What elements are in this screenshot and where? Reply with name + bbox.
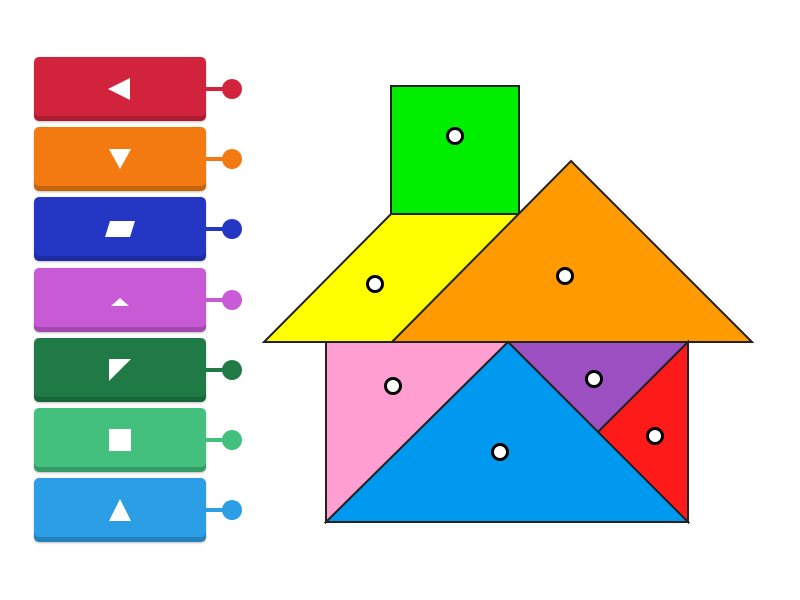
drop-point-blue-triangle[interactable] (491, 443, 509, 461)
tile-connector (206, 87, 228, 91)
tile-drag-handle[interactable] (222, 149, 242, 169)
right-triangle-icon (109, 359, 131, 381)
drop-point-red-triangle[interactable] (646, 427, 664, 445)
drop-point-pink-triangle[interactable] (384, 377, 402, 395)
tile-triangle-up[interactable] (34, 478, 206, 542)
tile-drag-handle[interactable] (222, 430, 242, 450)
triangle-down-icon (109, 149, 131, 169)
drop-point-roof-parallelogram[interactable] (366, 275, 384, 293)
tile-connector (206, 368, 228, 372)
tile-drag-handle[interactable] (222, 360, 242, 380)
tile-drag-handle[interactable] (222, 500, 242, 520)
tile-drag-handle[interactable] (222, 290, 242, 310)
drop-point-chimney[interactable] (446, 127, 464, 145)
parallelogram-icon (105, 221, 135, 237)
tile-drag-handle[interactable] (222, 219, 242, 239)
tile-square[interactable] (34, 408, 206, 472)
tile-large-triangle-left[interactable] (34, 57, 206, 121)
triangle-left-icon (108, 78, 130, 100)
tile-connector (206, 227, 228, 231)
chimney-square[interactable] (390, 85, 520, 215)
drop-point-roof-triangle[interactable] (556, 267, 574, 285)
wall-blue-triangle[interactable] (323, 340, 691, 523)
tile-connector (206, 438, 228, 442)
square-icon (109, 429, 131, 451)
triangle-up-icon (109, 499, 131, 521)
tile-right-triangle[interactable] (34, 338, 206, 402)
tile-connector (206, 298, 228, 302)
drop-point-purple-triangle[interactable] (585, 370, 603, 388)
tile-small-triangle-up[interactable] (34, 268, 206, 332)
tile-large-triangle-down[interactable] (34, 127, 206, 191)
tile-connector (206, 157, 228, 161)
tile-connector (206, 508, 228, 512)
small-triangle-icon (111, 298, 129, 306)
tile-parallelogram[interactable] (34, 197, 206, 261)
tile-drag-handle[interactable] (222, 79, 242, 99)
